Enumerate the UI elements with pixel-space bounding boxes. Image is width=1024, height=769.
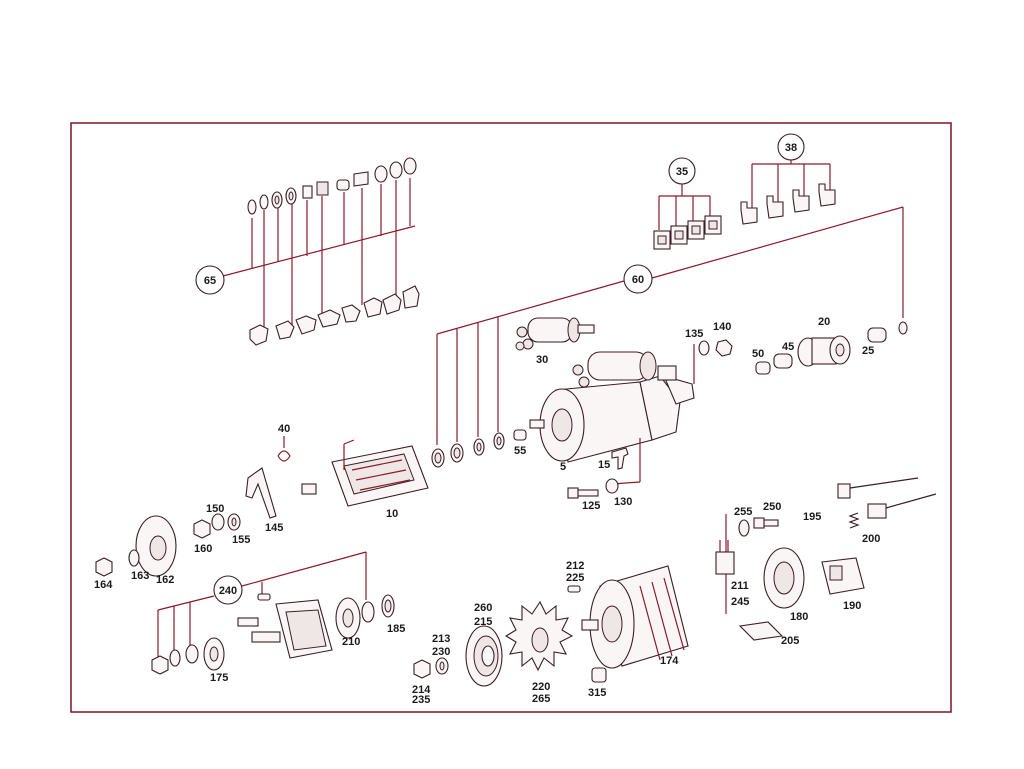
label-212: 212 — [566, 560, 584, 572]
label-235: 235 — [412, 694, 430, 706]
diagram-frame — [70, 122, 952, 713]
spring-200 — [848, 512, 860, 529]
group-35-brushes — [653, 215, 722, 250]
bushing-25 — [867, 327, 887, 343]
fan-220 — [504, 600, 574, 672]
label-190: 190 — [843, 600, 861, 612]
label-230: 230 — [432, 646, 450, 658]
label-135: 135 — [685, 328, 703, 340]
label-10: 10 — [386, 508, 398, 520]
label-163: 163 — [131, 570, 149, 582]
label-265: 265 — [532, 693, 550, 705]
group-35-callout — [668, 157, 696, 185]
part-15 — [611, 447, 629, 470]
group-65-label: 65 — [204, 275, 216, 287]
group-65-leaders — [222, 178, 416, 330]
label-255: 255 — [734, 506, 752, 518]
label-130: 130 — [614, 496, 632, 508]
cover-180 — [763, 547, 805, 609]
group-60-washers — [431, 321, 908, 468]
group-35-label: 35 — [676, 166, 688, 178]
label-40: 40 — [278, 423, 290, 435]
ring-185 — [361, 594, 395, 623]
pulley-260 — [465, 625, 503, 687]
label-195: 195 — [803, 511, 821, 523]
label-185: 185 — [387, 623, 405, 635]
bolt-125 — [567, 487, 599, 499]
label-162: 162 — [156, 574, 174, 586]
bracket-205 — [738, 621, 784, 641]
label-45: 45 — [782, 341, 794, 353]
part-255-250 — [738, 517, 779, 537]
part-212 — [567, 585, 581, 593]
label-315: 315 — [588, 687, 606, 699]
label-50: 50 — [752, 348, 764, 360]
label-210: 210 — [342, 636, 360, 648]
label-150: 150 — [206, 503, 224, 515]
group-65-callout — [195, 265, 225, 295]
spring-40 — [277, 436, 291, 462]
solenoid-30 — [515, 317, 595, 351]
group-38-holders — [740, 183, 836, 225]
clip-145 — [245, 467, 277, 519]
label-145: 145 — [265, 522, 283, 534]
label-20: 20 — [818, 316, 830, 328]
regulator-211 — [715, 540, 735, 575]
label-260: 260 — [474, 602, 492, 614]
label-160: 160 — [194, 543, 212, 555]
group-240-parts — [151, 593, 271, 675]
label-15: 15 — [598, 459, 610, 471]
bearing-210 — [335, 597, 361, 639]
part-135-140 — [698, 339, 733, 357]
parts-164-163 — [95, 549, 140, 577]
label-211: 211 — [731, 580, 749, 592]
label-55: 55 — [514, 445, 526, 457]
label-155: 155 — [232, 534, 250, 546]
label-174: 174 — [660, 655, 679, 667]
label-250: 250 — [763, 501, 781, 513]
group-60-leaders — [436, 206, 904, 445]
group-240-callout — [213, 575, 243, 605]
washer-130 — [605, 478, 619, 494]
rotor-shaft — [251, 599, 333, 659]
starter-motor-5 — [529, 351, 695, 463]
nut-150-160-155 — [193, 513, 241, 539]
label-175: 175 — [210, 672, 228, 684]
pinion-20 — [797, 335, 851, 367]
label-30: 30 — [536, 354, 548, 366]
brush-holder-190 — [821, 557, 865, 595]
label-200: 200 — [862, 533, 880, 545]
group-240-leader — [241, 551, 367, 587]
group-240-label: 240 — [219, 585, 237, 597]
part-45-50 — [755, 353, 793, 375]
bolt-315 — [591, 667, 607, 683]
label-220: 220 — [532, 681, 550, 693]
group-60-label: 60 — [632, 274, 644, 286]
label-164: 164 — [94, 579, 113, 591]
label-214: 214 — [412, 684, 431, 696]
pulley-162 — [135, 515, 177, 577]
label-5: 5 — [560, 461, 566, 473]
label-180: 180 — [790, 611, 808, 623]
label-215: 215 — [474, 616, 492, 628]
label-140: 140 — [713, 321, 731, 333]
label-225: 225 — [566, 572, 584, 584]
brush-holder-10 — [301, 439, 429, 507]
cable-195 — [837, 477, 937, 519]
label-25: 25 — [862, 345, 874, 357]
part-labels: 20 25 45 50 135 140 30 5 15 55 125 130 4… — [94, 316, 880, 706]
group-38-label: 38 — [785, 142, 797, 154]
alternator-174 — [581, 565, 689, 669]
label-205: 205 — [781, 635, 799, 647]
group-38-callout — [777, 133, 805, 161]
label-213: 213 — [432, 633, 450, 645]
part-55 — [513, 429, 527, 441]
label-245: 245 — [731, 596, 749, 608]
label-125: 125 — [582, 500, 600, 512]
group-60-callout — [623, 264, 653, 294]
group-65-parts — [247, 157, 420, 346]
nut-214-washer-213 — [413, 657, 449, 679]
